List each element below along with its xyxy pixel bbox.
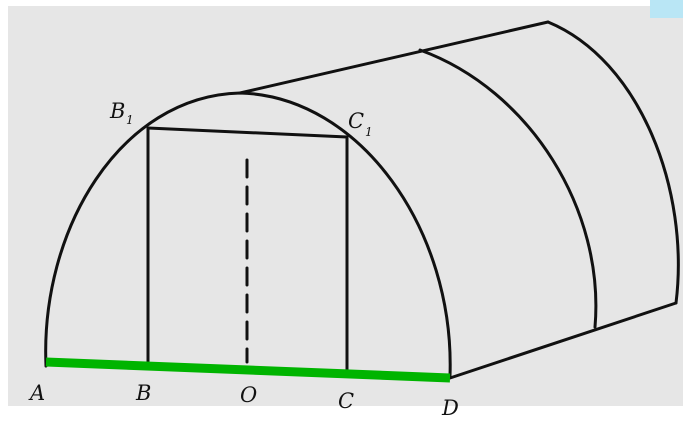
- base-ad: [45, 357, 451, 383]
- label-a: A: [28, 381, 45, 405]
- roof-ridge: [238, 20, 550, 95]
- middle-arch: [418, 48, 598, 329]
- label-c: C: [338, 389, 354, 413]
- label-c1-subscript: 1: [365, 125, 373, 139]
- label-d: D: [441, 396, 459, 420]
- corner-accent: [650, 0, 683, 18]
- back-arch: [546, 20, 680, 305]
- ground-line: [448, 301, 678, 380]
- label-o: O: [240, 383, 257, 407]
- label-b1: B: [109, 99, 125, 123]
- label-b: B: [135, 381, 151, 405]
- label-c1: C: [348, 109, 364, 133]
- label-b1-subscript: 1: [126, 113, 134, 127]
- door-frame: [146, 126, 349, 372]
